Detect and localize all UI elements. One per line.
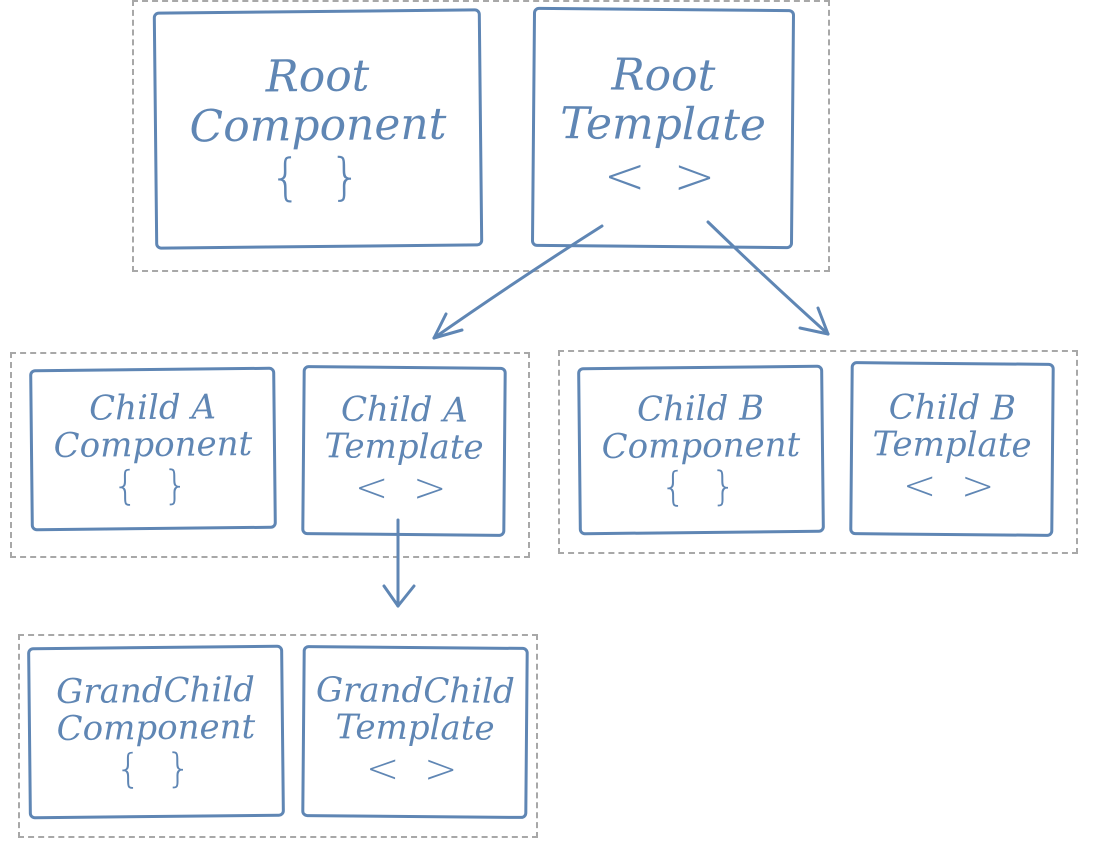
angle-brackets-icon: < >: [365, 745, 464, 793]
child-b-template-box: Child B Template < >: [849, 361, 1055, 537]
angle-brackets-icon: < >: [354, 464, 453, 512]
child-a-template-line2: Template: [324, 426, 484, 468]
child-a-group: [10, 352, 530, 558]
braces-icon: { }: [112, 462, 195, 510]
grandchild-template-line1: GrandChild: [315, 669, 515, 712]
root-component-box: Root Component { }: [152, 8, 484, 250]
root-component-line2: Component: [189, 98, 447, 152]
root-template-line1: Root: [611, 49, 716, 102]
braces-icon: { }: [660, 463, 743, 511]
root-component-line1: Root: [265, 50, 370, 103]
grandchild-template-box: GrandChild Template < >: [301, 645, 529, 819]
angle-brackets-icon: < >: [603, 146, 722, 206]
root-template-line2: Template: [559, 97, 767, 151]
child-a-template-line1: Child A: [340, 389, 468, 431]
child-b-component-box: Child B Component { }: [577, 364, 825, 536]
child-a-component-line1: Child A: [88, 386, 217, 429]
grandchild-template-line2: Template: [335, 707, 495, 749]
grandchild-component-box: GrandChild Component { }: [27, 644, 285, 820]
child-b-component-line2: Component: [601, 424, 801, 468]
grandchild-component-line1: GrandChild: [55, 669, 256, 712]
child-b-group: [558, 350, 1078, 554]
child-b-component-line1: Child B: [636, 387, 765, 430]
grandchild-group: [18, 634, 538, 838]
child-b-template-line2: Template: [872, 424, 1032, 466]
child-a-component-line2: Component: [53, 423, 253, 467]
braces-icon: { }: [269, 147, 368, 207]
child-a-component-box: Child A Component { }: [29, 366, 277, 532]
grandchild-component-line2: Component: [56, 706, 256, 750]
child-a-template-box: Child A Template < >: [301, 365, 507, 537]
angle-brackets-icon: < >: [902, 462, 1001, 510]
child-b-template-line1: Child B: [888, 387, 1017, 429]
braces-icon: { }: [115, 745, 198, 793]
root-template-box: Root Template < >: [530, 6, 796, 250]
